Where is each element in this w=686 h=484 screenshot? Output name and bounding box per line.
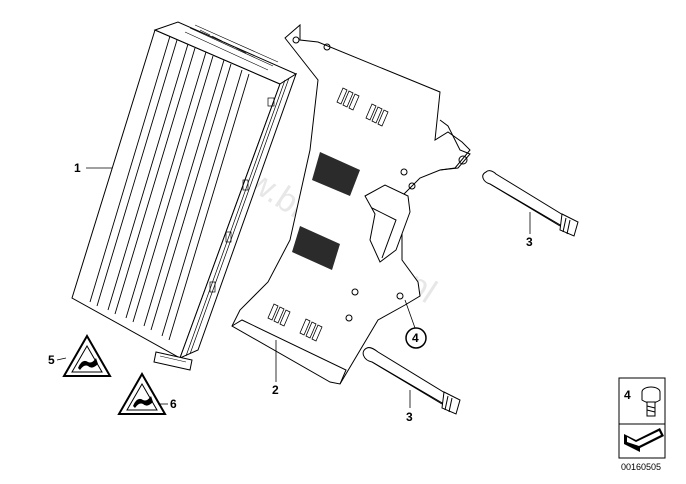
callout-2: 2	[272, 383, 279, 397]
bolt-icon	[641, 386, 661, 417]
callout-3-lower: 3	[406, 410, 413, 424]
arrow-icon	[624, 428, 664, 452]
leader-lines	[56, 167, 531, 408]
mounting-bracket[interactable]	[231, 23, 471, 385]
callout-3-upper: 3	[526, 235, 533, 249]
inset-label: 4	[624, 388, 631, 402]
callout-5: 5	[48, 353, 55, 367]
callout-4: 4	[412, 331, 419, 345]
warning-label-5[interactable]	[62, 333, 112, 377]
warning-label-6[interactable]	[117, 371, 167, 415]
lower-slots	[267, 303, 323, 342]
upper-slots	[336, 87, 389, 127]
strap-lower[interactable]	[362, 347, 461, 415]
diagram-code: 00160505	[621, 462, 661, 472]
strap-upper[interactable]	[482, 170, 579, 237]
callout-1: 1	[74, 161, 81, 175]
inset-panel: 4	[618, 377, 666, 459]
callout-4-circle: 4	[405, 327, 427, 349]
callout-6: 6	[170, 397, 177, 411]
amplifier-unit[interactable]	[71, 21, 298, 371]
